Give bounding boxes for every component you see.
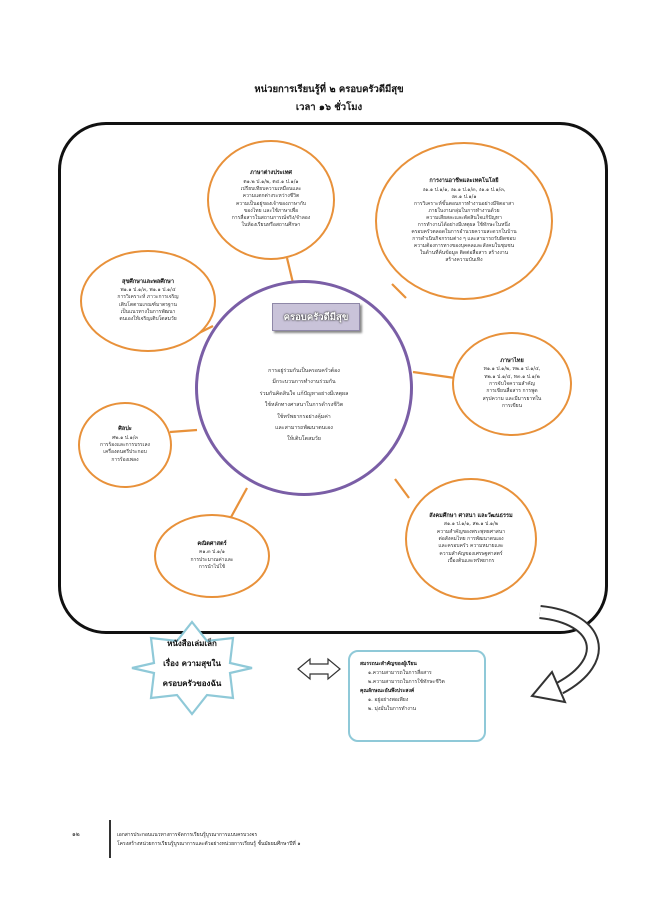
subject-content: พ๑.๑ ป.๑/๓, พ๑.๑ ป.๑/๔การวิเคราะห์ ภาวะก… (117, 287, 179, 323)
subject-health-pe: สุขศึกษาและพลศึกษา พ๑.๑ ป.๑/๓, พ๑.๑ ป.๑/… (80, 250, 216, 352)
subject-title: การงานอาชีพและเทคโนโลยี (429, 178, 499, 185)
subject-title: คณิตศาสตร์ (197, 540, 227, 547)
link-social (394, 478, 410, 499)
trait-item: ๒. มุ่งมั่นในการทำงาน (368, 706, 417, 712)
subject-social-studies: สังคมศึกษา ศาสนา และวัฒนธรรม ส๑.๑ ป.๑/๑,… (405, 478, 537, 600)
page-number: ๑๒ (72, 831, 80, 838)
booklet-text: หนังสือเล่มเล็ก เรื่อง ความสุขใน ครอบครั… (162, 639, 222, 688)
footer-text: เอกสารประกอบแนวทางการจัดการเรียนรู้บูรณา… (117, 831, 301, 848)
subject-content: ส๑.๑ ป.๑/๑, ส๒.๑ ป.๑/๒ความสำคัญของพระพุท… (436, 521, 506, 564)
subject-content: ศ๒.๑ ป.๑/๓การร้องและการบรรเลงเครื่องดนตร… (100, 434, 150, 463)
footer-line-2: โครงสร้างหน่วยการเรียนรู้บูรณาการและตัวอ… (117, 840, 301, 847)
subject-title: ศิลปะ (118, 426, 132, 433)
subject-mathematics: คณิตศาสตร์ ค๑.๓ ป.๑/๑การประมาณค่าและการน… (154, 514, 270, 598)
subject-occupation-technology: การงานอาชีพและเทคโนโลยี ง๑.๑ ป.๑/๑, ง๑.๑… (375, 142, 553, 300)
subject-content: ค๑.๓ ป.๑/๑การประมาณค่าและการนำไปใช้ (190, 549, 234, 570)
competency-heading: สมรรถนะสำคัญของผู้เรียน (360, 661, 417, 667)
center-line: ใช้ทรัพยากรอย่างคุ้มค่า (277, 413, 331, 420)
subject-art: ศิลปะ ศ๒.๑ ป.๑/๓การร้องและการบรรเลงเครื่… (78, 402, 172, 488)
subject-content: ต๑.๒ ป.๑/๒, ต๔.๑ ป.๑/๑เปรียบเทียบความเหม… (231, 178, 311, 229)
subject-content: ง๑.๑ ป.๑/๑, ง๑.๑ ป.๑/๓, ง๑.๑ ป.๑/๓,ง๓.๑ … (411, 186, 517, 263)
trait-item: ๑. อยู่อย่างพอเพียง (368, 697, 409, 703)
competency-item: ๑.ความสามารถในการสื่อสาร (368, 670, 432, 676)
link-foreign-language (285, 257, 295, 284)
subject-title: ภาษาต่างประเทศ (250, 170, 292, 177)
center-line: ร่วมกันคิดสินใจ แก้ปัญหาอย่างมีเหตุผล (259, 390, 349, 397)
double-arrow-icon (297, 657, 341, 681)
center-line: ใช้หลักทางศาสนาในการดำรงชีวิต (264, 402, 344, 409)
link-art (169, 428, 198, 434)
central-topic-title: ครอบครัวดีมีสุข (272, 303, 360, 331)
center-line: ให้เติบโตสมวัย (287, 436, 321, 443)
subject-title: สุขศึกษาและพลศึกษา (122, 278, 174, 285)
return-arrow-icon (530, 605, 600, 704)
subject-title: สังคมศึกษา ศาสนา และวัฒนธรรม (429, 512, 513, 519)
book-star-shape (131, 620, 253, 716)
unit-title: หน่วยการเรียนรู้ที่ ๒ ครอบครัวดีมีสุข (254, 84, 404, 95)
diagram-frame (58, 122, 608, 634)
center-line: มีกระบวนการทำงานร่วมกัน (272, 379, 336, 386)
center-line: และสามารถพัฒนาตนเอง (275, 425, 333, 432)
footer-divider (109, 820, 111, 858)
link-math (229, 487, 248, 520)
booklet-task: หนังสือเล่มเล็ก เรื่อง ความสุขใน ครอบครั… (128, 620, 256, 716)
subject-title: ภาษาไทย (500, 357, 524, 364)
subject-foreign-language: ภาษาต่างประเทศ ต๑.๒ ป.๑/๒, ต๔.๑ ป.๑/๑เปร… (207, 140, 335, 260)
traits-heading: คุณลักษณะอันพึงประสงค์ (360, 688, 415, 694)
learner-targets-box: สมรรถนะสำคัญของผู้เรียน ๑.ความสามารถในกา… (348, 650, 486, 742)
link-occupation (391, 283, 407, 299)
central-topic-description: การอยู่ร่วมกันเป็นครอบครัวต้อง มีกระบวนก… (232, 366, 376, 446)
subject-content: ท๑.๑ ป.๑/๒, ท๒.๑ ป.๑/๔,ท๒.๑ ป.๑/๔, ท๓.๑ … (482, 366, 542, 409)
center-line: การอยู่ร่วมกันเป็นครอบครัวต้อง (268, 368, 340, 374)
unit-duration: เวลา ๑๖ ชั่วโมง (295, 102, 363, 113)
subject-thai-language: ภาษาไทย ท๑.๑ ป.๑/๒, ท๒.๑ ป.๑/๔,ท๒.๑ ป.๑/… (452, 332, 572, 436)
competency-item: ๒.ความสามารถในการใช้ทักษะชีวิต (368, 679, 445, 685)
link-thai (412, 370, 456, 380)
footer-line-1: เอกสารประกอบแนวทางการจัดการเรียนรู้บูรณา… (117, 832, 258, 838)
